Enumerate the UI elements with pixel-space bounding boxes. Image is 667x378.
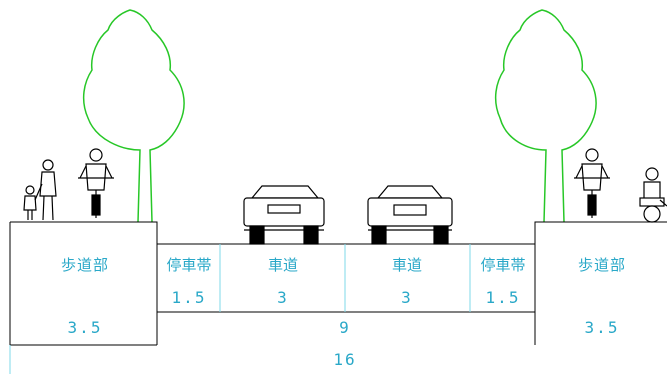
width-carriageway-total: 9: [339, 318, 351, 337]
width-lane-right: 3: [401, 288, 413, 307]
label-lane-left: 車道: [267, 256, 298, 274]
width-road-total: 16: [333, 350, 357, 369]
width-lane-left: 3: [277, 288, 289, 307]
car-front-view-icon: [367, 185, 453, 245]
label-parking-right: 停車帯: [480, 256, 526, 274]
dimension-dividers: [9, 244, 471, 374]
tree-left: [82, 9, 185, 223]
width-parking-right: 1.5: [485, 288, 521, 307]
label-parking-left: 停車帯: [166, 256, 212, 274]
tree-right: [494, 9, 597, 223]
cross-section-outline: [9, 221, 667, 346]
car-rear-view-icon: [243, 185, 325, 245]
width-parking-left: 1.5: [171, 288, 207, 307]
label-sidewalk-left: 歩道部: [60, 256, 109, 274]
cyclist-left-icon: [78, 148, 114, 218]
width-sidewalk-left: 3.5: [67, 318, 103, 337]
label-sidewalk-right: 歩道部: [577, 256, 626, 274]
pedestrian-with-child-icon: [23, 159, 57, 221]
label-lane-right: 車道: [391, 256, 422, 274]
wheelchair-user-icon: [639, 167, 667, 223]
width-sidewalk-right: 3.5: [584, 318, 620, 337]
cyclist-right-icon: [574, 148, 610, 218]
